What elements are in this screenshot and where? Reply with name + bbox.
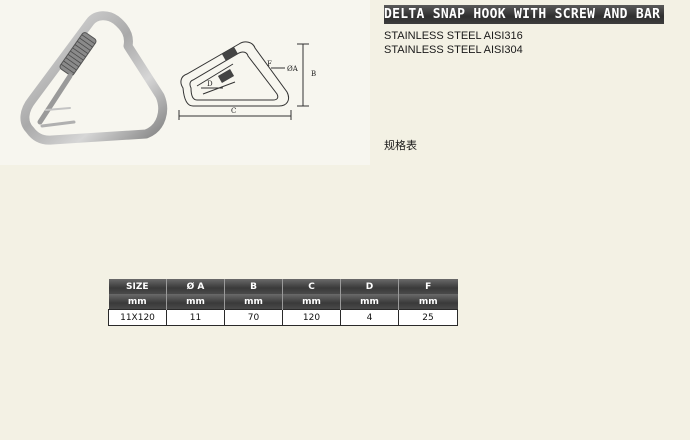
table-cell-a: 11	[166, 309, 225, 326]
table-units-row: mm mm mm mm mm mm	[108, 294, 458, 310]
product-image-panel: D F ØA B C	[0, 0, 370, 165]
header-cell-c: C	[282, 279, 341, 294]
dim-a-label: ØA	[287, 65, 299, 73]
unit-cell: mm	[224, 294, 283, 310]
dim-f-label: F	[267, 60, 272, 68]
spec-table: SIZE Ø A B C D F mm mm mm mm mm mm 11X12…	[108, 279, 458, 326]
header-cell-b: B	[224, 279, 283, 294]
unit-cell: mm	[340, 294, 399, 310]
unit-cell: mm	[166, 294, 225, 310]
material-line-1: STAINLESS STEEL AISI316	[384, 30, 523, 42]
material-line-2: STAINLESS STEEL AISI304	[384, 44, 523, 56]
dim-d-label: D	[207, 80, 213, 88]
header-cell-f: F	[398, 279, 458, 294]
table-cell-b: 70	[224, 309, 283, 326]
header-cell-size: SIZE	[108, 279, 167, 294]
dim-b-label: B	[311, 70, 316, 78]
header-cell-d: D	[340, 279, 399, 294]
dim-c-label: C	[231, 107, 236, 115]
unit-cell: mm	[108, 294, 167, 310]
delta-snap-hook-photo	[20, 11, 168, 145]
table-cell-size: 11X120	[108, 309, 167, 326]
dimension-drawing: D F ØA B C	[178, 41, 316, 120]
table-row: 11X120 11 70 120 4 25	[108, 309, 458, 326]
unit-cell: mm	[282, 294, 341, 310]
table-cell-c: 120	[282, 309, 341, 326]
table-header-row: SIZE Ø A B C D F	[108, 279, 458, 294]
unit-cell: mm	[398, 294, 458, 310]
spec-sheet-label: 规格表	[384, 140, 417, 152]
table-cell-d: 4	[340, 309, 399, 326]
product-title: DELTA SNAP HOOK WITH SCREW AND BAR	[384, 5, 664, 24]
header-cell-a: Ø A	[166, 279, 225, 294]
table-cell-f: 25	[398, 309, 458, 326]
